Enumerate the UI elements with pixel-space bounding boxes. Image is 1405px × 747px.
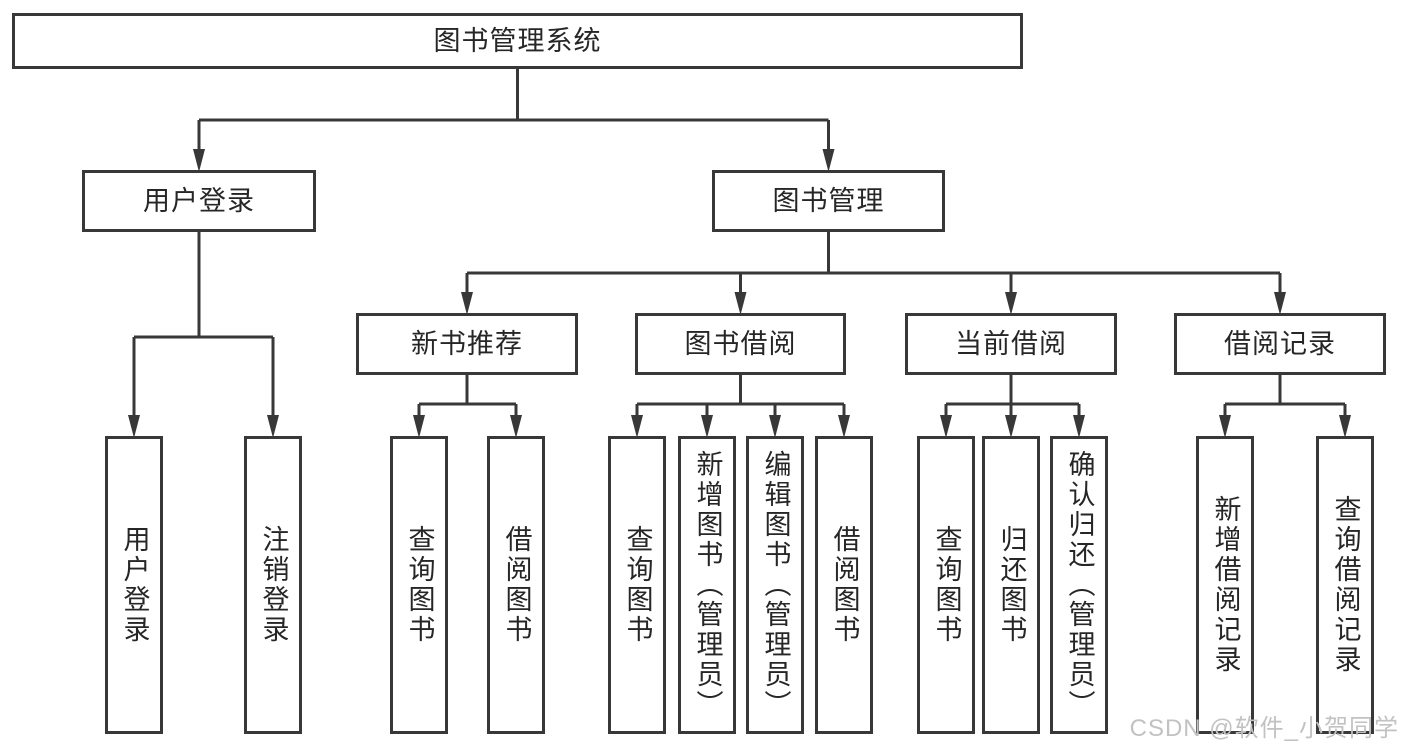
arrowhead-icon: [128, 415, 140, 438]
node-borrow-books: 借阅图书: [815, 436, 873, 734]
arrowhead-icon: [769, 415, 781, 438]
node-user-login: 用户登录: [82, 170, 316, 232]
node-library-system: 图书管理系统: [12, 13, 1023, 69]
arrowhead-icon: [461, 292, 473, 315]
arrowhead-icon: [1005, 292, 1017, 315]
arrowhead-icon: [267, 415, 279, 438]
node-query-books: 查询图书: [608, 436, 666, 734]
node-edit-book-admin: 编辑图书（管理员）: [746, 436, 804, 734]
arrowhead-icon: [631, 415, 643, 438]
node-user-login-action: 用户登录: [105, 436, 163, 734]
arrowhead-icon: [193, 149, 205, 172]
arrowhead-icon: [940, 415, 952, 438]
node-query-books: 查询图书: [390, 436, 448, 734]
node-borrow-books: 借阅图书: [487, 436, 545, 734]
arrowhead-icon: [822, 149, 835, 172]
arrowhead-icon: [1219, 415, 1231, 438]
arrowhead-icon: [1005, 415, 1017, 438]
watermark-text: CSDN @软件_小贺同学: [1129, 715, 1399, 742]
node-book-management: 图书管理: [712, 170, 945, 232]
node-book-borrowing: 图书借阅: [635, 313, 846, 375]
node-borrowing-records: 借阅记录: [1174, 313, 1386, 375]
arrowhead-icon: [734, 292, 747, 315]
node-return-books: 归还图书: [982, 436, 1040, 734]
arrowhead-icon: [1073, 415, 1085, 438]
arrowhead-icon: [1339, 415, 1351, 438]
node-confirm-return-admin: 确认归还（管理员）: [1050, 436, 1108, 734]
arrowhead-icon: [413, 415, 425, 438]
arrowhead-icon: [510, 415, 522, 438]
node-logout: 注销登录: [244, 436, 302, 734]
node-query-borrow-record: 查询借阅记录: [1316, 436, 1374, 734]
arrowhead-icon: [838, 415, 850, 438]
arrowhead-icon: [1274, 292, 1286, 315]
node-add-book-admin: 新增图书（管理员）: [678, 436, 736, 734]
node-query-books: 查询图书: [917, 436, 975, 734]
node-new-book-recommendation: 新书推荐: [356, 313, 578, 375]
node-add-borrow-record: 新增借阅记录: [1196, 436, 1254, 734]
arrowhead-icon: [701, 415, 713, 438]
node-current-borrowing: 当前借阅: [905, 313, 1117, 375]
